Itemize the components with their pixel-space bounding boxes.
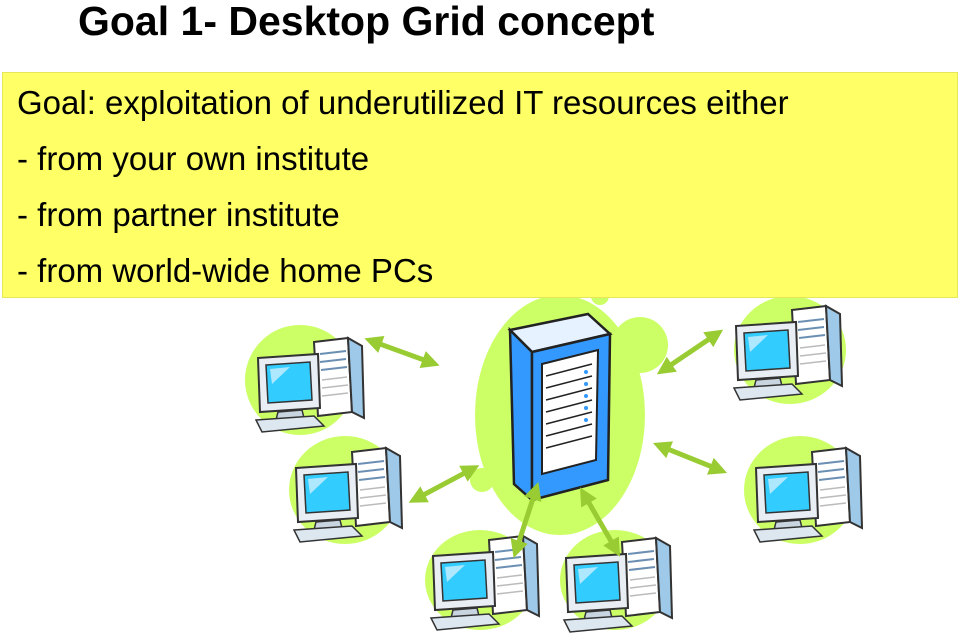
server-node [470, 287, 668, 535]
double-arrow-icon [650, 435, 731, 482]
desktop-pc-bottom-right [560, 530, 673, 633]
goal-bullet-partner-institute: - from partner institute [17, 196, 340, 233]
desktop-pc-top-left [245, 325, 365, 435]
goal-statement: Goal: exploitation of underutilized IT r… [17, 84, 789, 121]
goal-callout-box: Goal: exploitation of underutilized IT r… [2, 72, 958, 298]
desktop-pc-top-right [733, 296, 846, 404]
desktop-pc-mid-left [289, 436, 403, 544]
goal-bullet-home-pcs: - from world-wide home PCs [17, 252, 434, 289]
server-icon [507, 312, 613, 503]
desktop-pc-mid-right [744, 436, 863, 544]
double-arrow-icon [361, 330, 442, 374]
goal-bullet-own-institute: - from your own institute [17, 140, 370, 177]
slide-title: Goal 1- Desktop Grid concept [78, 0, 655, 44]
desktop-pc-bottom-left [425, 530, 540, 631]
